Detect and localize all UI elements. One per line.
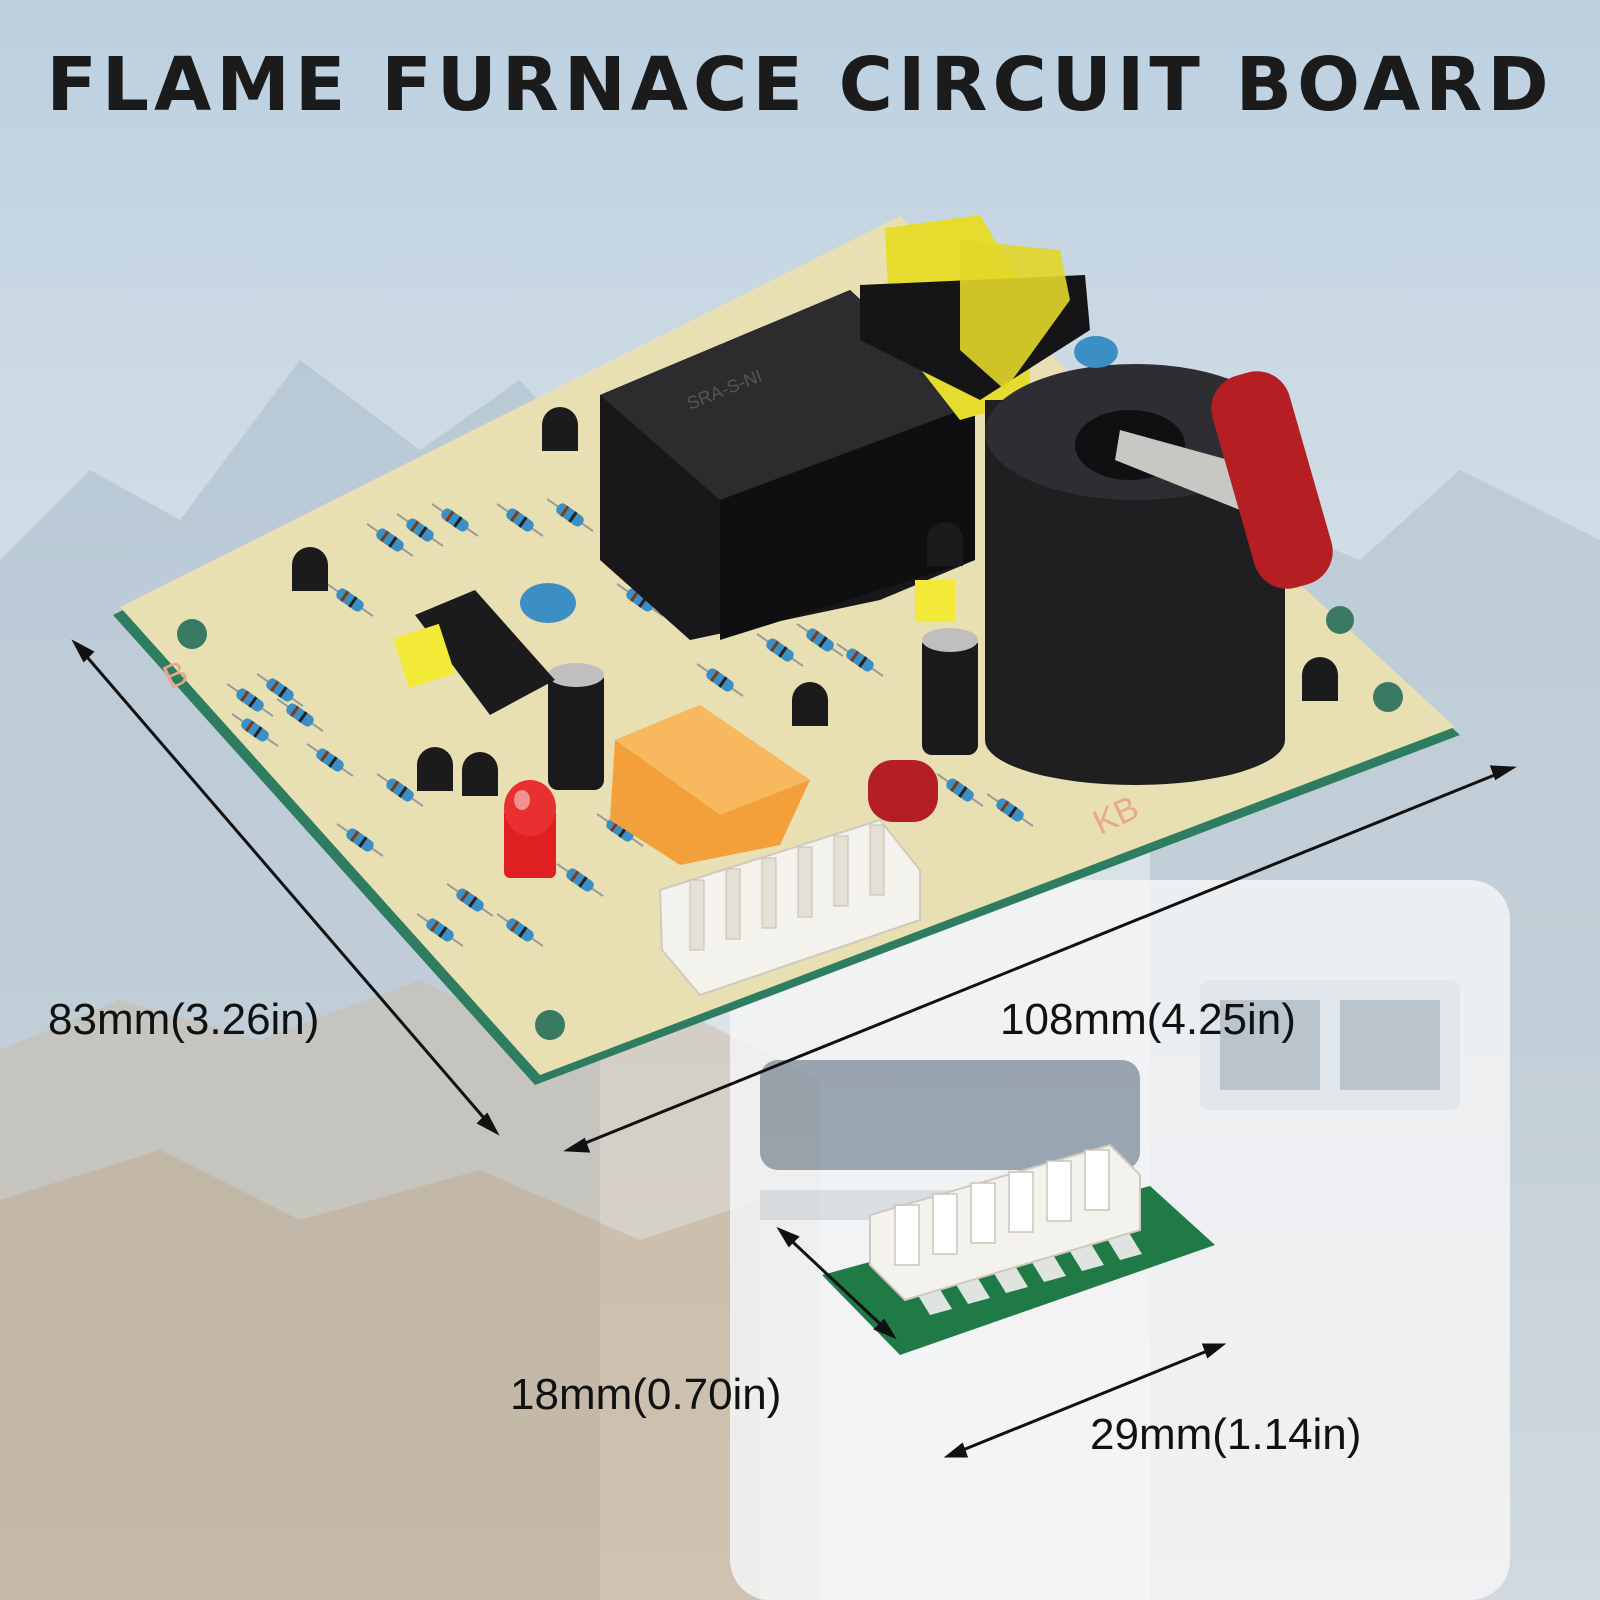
resistor [546, 498, 594, 532]
board-connector [658, 818, 921, 997]
transistor [417, 747, 453, 791]
transistor [927, 522, 963, 566]
red-led [504, 780, 556, 878]
resistors [226, 498, 1034, 947]
transformer [860, 215, 1090, 420]
resistor [431, 503, 479, 537]
connector-pin [725, 868, 741, 940]
electrolytic-capacitors [548, 628, 978, 790]
transistor [792, 682, 828, 726]
yellow-capacitors [393, 580, 955, 689]
connector-width-label: 29mm(1.14in) [1090, 1410, 1362, 1459]
resistor [416, 913, 464, 947]
resistor [446, 883, 494, 917]
ic-chip [415, 590, 555, 715]
socket-slot [1008, 1171, 1034, 1233]
resistor [556, 863, 604, 897]
resistor [396, 513, 444, 547]
socket-slot [894, 1204, 920, 1266]
resistor [306, 743, 354, 777]
connector-pin [797, 846, 813, 918]
resistor [231, 713, 279, 747]
resistor [376, 773, 424, 807]
resistor [336, 823, 384, 857]
socket-slot [1084, 1149, 1110, 1211]
resistor [836, 643, 884, 677]
board-width-label: 108mm(4.25in) [1000, 995, 1296, 1044]
transistor [1302, 657, 1338, 701]
socket-slot [970, 1182, 996, 1244]
connector-pin [761, 857, 777, 929]
resistor [616, 583, 664, 617]
blue-capacitors [520, 336, 1118, 623]
resistor [366, 523, 414, 557]
red-capacitors [868, 371, 1333, 822]
resistor [756, 633, 804, 667]
socket-slot [932, 1193, 958, 1255]
transistor [292, 547, 328, 591]
small-connector-board [822, 1143, 1215, 1355]
connector-pin [689, 879, 705, 951]
resistor [226, 683, 274, 717]
transistor [542, 407, 578, 451]
resistor [796, 623, 844, 657]
resistor [326, 583, 374, 617]
dimension-arrows [71, 639, 1517, 1458]
orange-relay [610, 705, 810, 865]
resistor [696, 663, 744, 697]
resistor [496, 503, 544, 537]
connector-depth-label: 18mm(0.70in) [510, 1370, 782, 1419]
resistor [496, 913, 544, 947]
connector-pin [869, 824, 885, 896]
board-depth-label: 83mm(3.26in) [48, 995, 320, 1044]
resistor [986, 793, 1034, 827]
resistor [276, 698, 324, 732]
transistor [462, 752, 498, 796]
socket-slot [1046, 1160, 1072, 1222]
transistors [292, 407, 1338, 796]
resistor [256, 673, 304, 707]
connector-pin [833, 835, 849, 907]
page-title: FLAME FURNACE CIRCUIT BOARD [46, 42, 1554, 128]
resistor [936, 773, 984, 807]
